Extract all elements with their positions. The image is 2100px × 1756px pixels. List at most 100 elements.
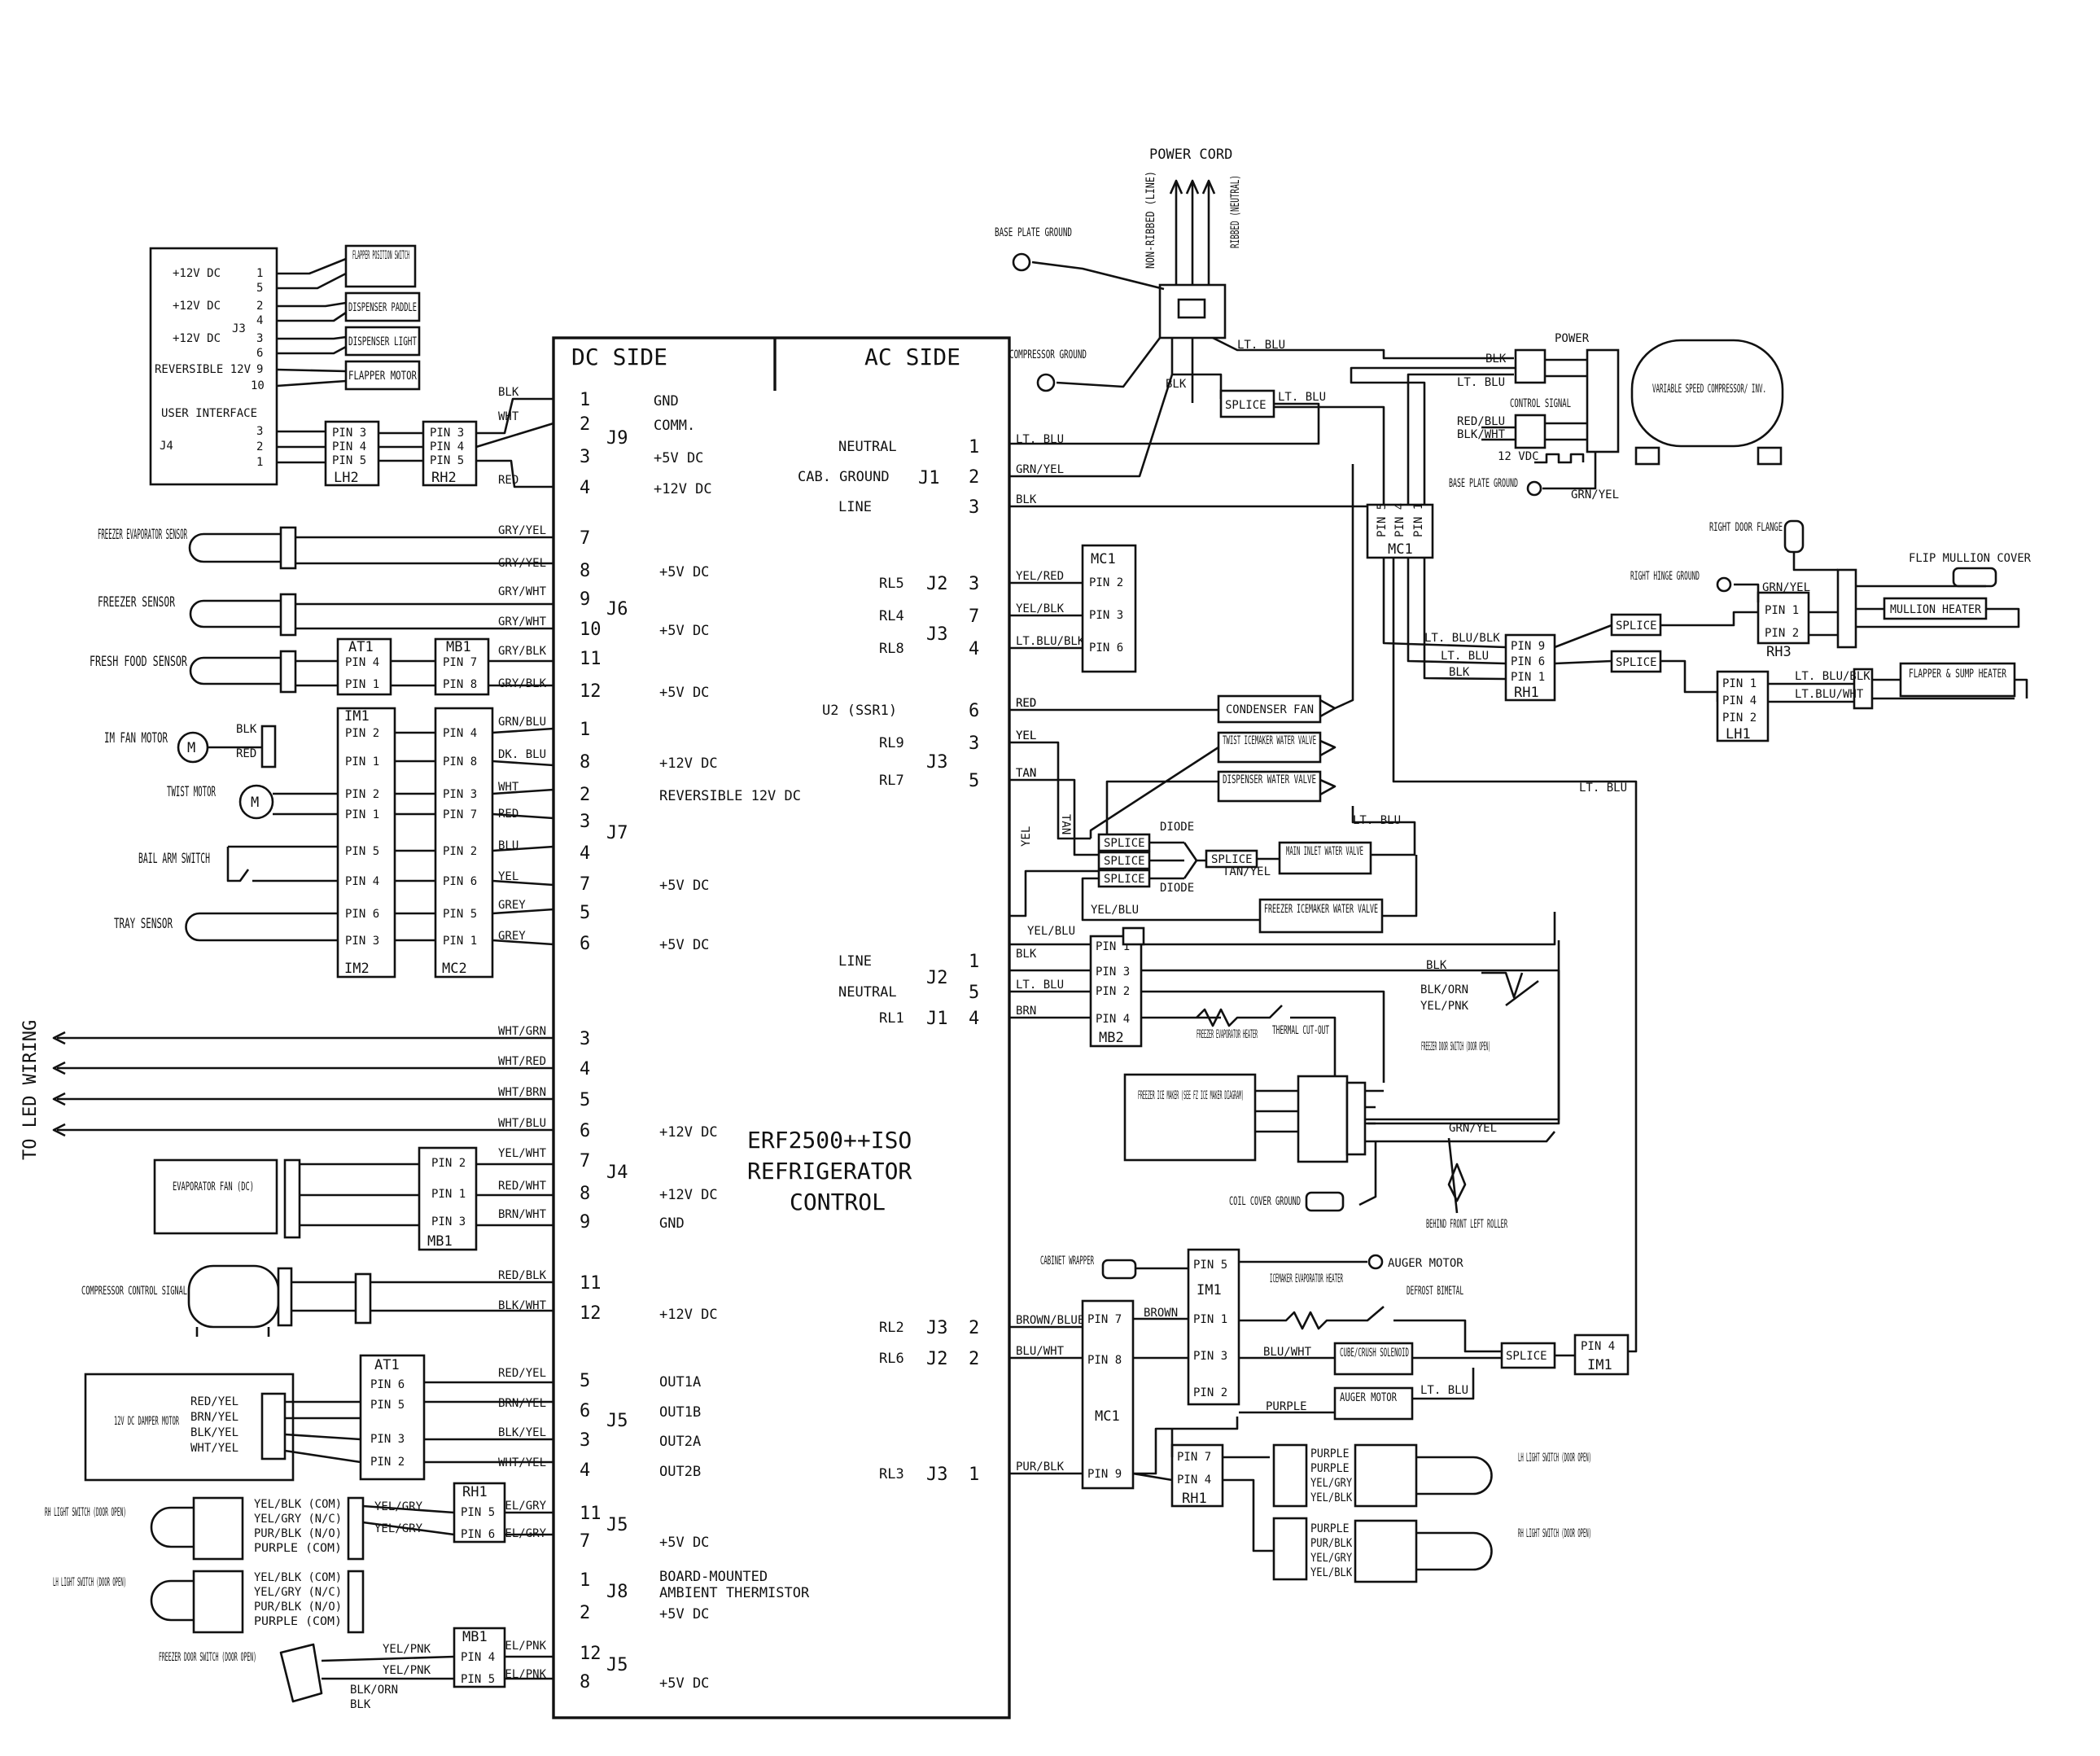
splice-label: SPLICE [1211, 853, 1253, 866]
switch-wire-label: YEL/GRY (N/C) [254, 1586, 342, 1599]
splice-label: SPLICE [1616, 656, 1657, 669]
switch-wire-label: PURPLE (COM) [254, 1615, 342, 1628]
wire-label: YEL [1020, 826, 1033, 847]
wire-label: BLK/ORN [1420, 983, 1468, 996]
im2-pin: PIN 6 [345, 908, 379, 921]
dc-pin-function: +5V DC [654, 450, 703, 466]
base-plate-ground-2-label: BASE PLATE GROUND [1449, 477, 1518, 490]
dc-connector-name: J8 [606, 1582, 628, 1602]
rh-light-switch-right-label: RH LIGHT SWITCH (DOOR OPEN) [1518, 1527, 1591, 1540]
dc-pin-function: +5V DC [659, 1535, 709, 1551]
dc-pin-number: 3 [580, 1430, 590, 1451]
wire-label: GRN/YEL [1016, 463, 1064, 476]
ac-pin-number: 3 [969, 733, 979, 754]
to-led-wiring-label: TO LED WIRING [20, 1020, 41, 1160]
compressor-control-signal-label: COMPRESSOR CONTROL SIGNAL [81, 1285, 187, 1298]
wire [492, 939, 554, 946]
wire-label: YEL [1016, 729, 1036, 742]
im1-name: IM1 [1197, 1282, 1222, 1298]
icemaker-section: CABINET WRAPPER PIN 5 IM1 PIN 1 PIN 3 PI… [1009, 1248, 1630, 1583]
power-cord: POWER CORD NON-RIBBED (LINE) RIBBED (NEU… [995, 147, 1242, 392]
wire-label: TAN [1059, 814, 1072, 834]
wire-label: LT. BLU [1420, 1384, 1468, 1397]
ui-row-label-1: +12V DC [173, 267, 221, 280]
ac-pin-number: 6 [969, 701, 979, 721]
right-hinge-ground-label: RIGHT HINGE GROUND [1630, 570, 1700, 583]
dc-pin-number: 5 [580, 1371, 590, 1391]
at1-pin: PIN 6 [370, 1378, 405, 1391]
dc-pin-function: +5V DC [659, 1675, 709, 1692]
ac-pin-function: LINE [838, 953, 872, 970]
im1-pin: PIN 2 [1193, 1386, 1227, 1399]
mc1-pin: PIN 7 [1087, 1313, 1122, 1326]
cabinet-wrapper-label: CABINET WRAPPER [1040, 1255, 1094, 1268]
dc-pin-number: 8 [580, 561, 590, 581]
tray-sensor-label: TRAY SENSOR [114, 916, 173, 932]
ac-pin-number: 5 [969, 771, 979, 791]
dc-pin-number: 2 [580, 414, 590, 435]
ac-pin-function: RL4 [879, 608, 904, 624]
ac-connector-name: J3 [926, 1465, 948, 1485]
splice-label: SPLICE [1616, 620, 1657, 633]
dc-pin-number: 11 [580, 1273, 602, 1294]
lh2-pin: PIN 4 [332, 440, 366, 453]
dc-pin-number: 5 [580, 903, 590, 923]
freezer-door-switch-label: FREEZER DOOR SWITCH (DOOR OPEN) [159, 1651, 256, 1664]
dc-pin-number: 2 [580, 785, 590, 805]
mb1-name: MB1 [446, 639, 471, 655]
ui-name-label: USER INTERFACE [161, 407, 257, 420]
wire-label: BLK [1016, 493, 1037, 506]
wire-label: YEL/PNK [383, 1643, 431, 1656]
wire [492, 812, 554, 820]
freezer-icemaker-valve-label: FREEZER ICEMAKER WATER VALVE [1264, 903, 1378, 916]
ac-pin-number: 4 [969, 1009, 979, 1029]
dc-pin-number: 12 [580, 1303, 602, 1324]
freezer-section: PIN 1 PIN 3 PIN 2 PIN 4 MB2 FREEZER EVAP… [1009, 912, 1560, 1231]
wire-label: BLK/WHT [1457, 428, 1506, 441]
wire-label: GREY [498, 899, 526, 912]
top-wire-labels: LT. BLU BLK LT. BLU BLK LT. BLU RED/BLU … [1166, 339, 1619, 501]
mb1-pin: PIN 2 [431, 1157, 466, 1170]
dc-pin-function: OUT2B [659, 1464, 701, 1480]
wire-label: PUR/BLK [1016, 1460, 1065, 1474]
mullion-section: RIGHT DOOR FLANGE FLIP MULLION COVER RIG… [1382, 519, 2032, 1353]
lh2-pin: PIN 3 [332, 427, 366, 440]
rh1-pin: PIN 4 [1177, 1474, 1211, 1487]
auger-motor-label: AUGER MOTOR [1340, 1391, 1397, 1404]
wire-label: RED [498, 808, 518, 821]
dc-pin-number: 1 [580, 390, 590, 410]
ac-connector-name: J2 [926, 574, 948, 594]
im2-pin: PIN 5 [345, 845, 379, 858]
rh1-pin: PIN 9 [1511, 640, 1545, 653]
ac-pin-function: NEUTRAL [838, 984, 897, 1001]
mc1-pin: PIN 5 [1376, 503, 1389, 537]
wire-label: BRN [1016, 1005, 1036, 1018]
wire-label: BLK [1166, 378, 1187, 391]
wire [492, 908, 554, 915]
wire-label: GRY/WHT [498, 585, 547, 598]
wire-label: LT. BLU [1457, 376, 1505, 389]
dc-pin-function: AMBIENT THERMISTOR [659, 1585, 810, 1601]
freezer-evap-heater-label: FREEZER EVAPORATOR HEATER [1197, 1028, 1258, 1041]
wire [492, 788, 554, 795]
mb2-pin: PIN 4 [1096, 1013, 1130, 1026]
wire-label: RED/BLK [498, 1269, 547, 1282]
wire-label: BRN/WHT [498, 1208, 547, 1221]
dc-pin-number: 9 [580, 589, 590, 610]
wire-label: RED/BLU [1457, 415, 1505, 428]
wire-label: RED [498, 474, 518, 487]
mc2-pin: PIN 8 [443, 755, 477, 769]
dc-pin-number: 6 [580, 934, 590, 954]
im2-pin: PIN 3 [345, 935, 379, 948]
dc-pin-number: 6 [580, 1401, 590, 1421]
power-neutral-label: RIBBED (NEUTRAL) [1229, 175, 1242, 248]
rh3-pin: PIN 1 [1765, 604, 1799, 617]
ac-connector-name: J3 [926, 752, 948, 773]
dc-pin-number: 12 [580, 1644, 602, 1664]
ui-pin: 1 [256, 267, 263, 280]
ac-pin-function: RL2 [879, 1320, 904, 1336]
wire-label: RED [1016, 697, 1036, 710]
wire-label: RED [236, 747, 256, 760]
mb1-name: MB1 [462, 1629, 488, 1645]
